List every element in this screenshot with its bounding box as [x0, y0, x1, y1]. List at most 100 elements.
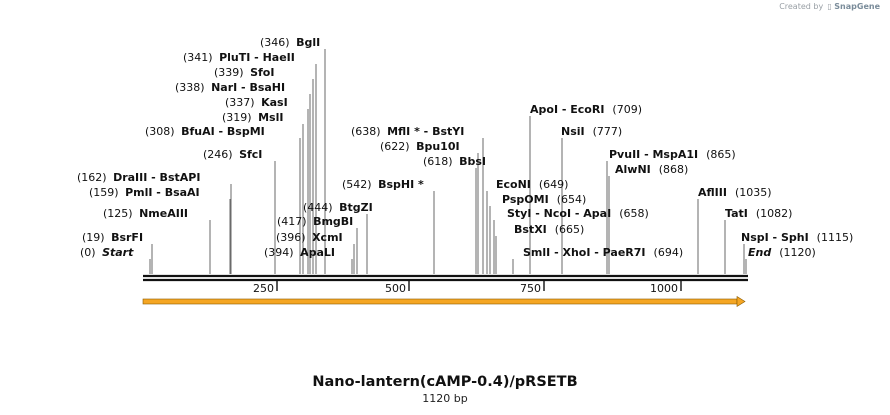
site-position: (346): [260, 36, 293, 49]
site-label[interactable]: (444) BtgZI: [303, 201, 373, 214]
site-enzyme-name: BfuAI - BspMI: [181, 125, 265, 138]
site-enzyme-name: PspOMI: [502, 193, 549, 206]
site-label[interactable]: (159) PmlI - BsaAI: [89, 186, 200, 199]
site-label[interactable]: (319) MslI: [222, 111, 283, 124]
site-enzyme-name: NmeAIII: [139, 207, 188, 220]
site-label[interactable]: (308) BfuAI - BspMI: [145, 125, 265, 138]
site-position: (665): [555, 223, 585, 236]
site-position: (694): [654, 246, 684, 259]
site-position: (868): [659, 163, 689, 176]
site-position: (246): [203, 148, 236, 161]
site-label[interactable]: (394) ApaLI: [264, 246, 335, 259]
site-label[interactable]: End (1120): [748, 246, 816, 259]
map-title: Nano-lantern(cAMP-0.4)/pRSETB: [312, 374, 578, 390]
site-position: (777): [593, 125, 623, 138]
site-enzyme-name: KasI: [261, 96, 288, 109]
site-position: (396): [276, 231, 309, 244]
site-label[interactable]: PspOMI (654): [502, 193, 586, 206]
site-labels: (0) Start (19) BsrFI (125) NmeAIII (159) Pm…: [77, 36, 853, 259]
site-label[interactable]: TatI (1082): [725, 207, 792, 220]
map-length: 1120 bp: [422, 392, 468, 405]
site-position: (622): [380, 140, 413, 153]
site-position: (638): [351, 125, 384, 138]
site-label[interactable]: BstXI (665): [514, 223, 584, 236]
site-position: (654): [557, 193, 587, 206]
site-position: (0): [80, 246, 99, 259]
site-label[interactable]: (338) NarI - BsaHI: [175, 81, 285, 94]
site-label[interactable]: (0) Start: [80, 246, 134, 259]
site-label[interactable]: (346) BglI: [260, 36, 320, 49]
site-label[interactable]: (341) PluTI - HaeII: [183, 51, 295, 64]
site-label[interactable]: (622) Bpu10I: [380, 140, 460, 153]
site-position: (1115): [817, 231, 854, 244]
site-label[interactable]: NsiI (777): [561, 125, 622, 138]
feature-arrowhead-icon: [736, 295, 746, 308]
site-label[interactable]: (638) MflI * - BstYI: [351, 125, 464, 138]
site-position: (308): [145, 125, 178, 138]
site-label[interactable]: EcoNI(649): [496, 178, 568, 191]
site-position: (394): [264, 246, 297, 259]
site-position: (658): [619, 207, 649, 220]
site-enzyme-name: BsrFI: [111, 231, 143, 244]
site-enzyme-name: XcmI: [312, 231, 343, 244]
site-label[interactable]: (417) BmgBI: [277, 215, 353, 228]
site-enzyme-name: AflIII: [698, 186, 727, 199]
site-enzyme-name: PmlI - BsaAI: [125, 186, 200, 199]
ruler-tick-label: 750: [520, 282, 541, 295]
site-enzyme-name: BstXI: [514, 223, 547, 236]
site-position: (319): [222, 111, 255, 124]
site-label[interactable]: AflIII (1035): [698, 186, 772, 199]
site-enzyme-name: BspHI *: [378, 178, 424, 191]
site-position: (341): [183, 51, 216, 64]
site-label[interactable]: AlwNI (868): [615, 163, 688, 176]
site-enzyme-name: MflI * - BstYI: [387, 125, 464, 138]
site-position: (159): [89, 186, 122, 199]
site-enzyme-name: EcoNI: [496, 178, 531, 191]
site-enzyme-name: Bpu10I: [416, 140, 460, 153]
site-enzyme-name: BbsI: [459, 155, 486, 168]
site-position: (1082): [756, 207, 793, 220]
site-label[interactable]: SmlI - XhoI - PaeR7I (694): [523, 246, 683, 259]
site-enzyme-name: TatI: [725, 207, 748, 220]
site-label[interactable]: (618) BbsI: [423, 155, 486, 168]
site-position: (542): [342, 178, 375, 191]
site-enzyme-name: PluTI - HaeII: [219, 51, 295, 64]
site-label[interactable]: PvuII - MspA1I(865): [609, 148, 736, 161]
site-label[interactable]: (542) BspHI *: [342, 178, 424, 191]
ruler-tick-label: 250: [253, 282, 274, 295]
site-label[interactable]: (396) XcmI: [276, 231, 343, 244]
site-label[interactable]: (337) KasI: [225, 96, 288, 109]
site-position: (618): [423, 155, 456, 168]
site-enzyme-name: SfoI: [250, 66, 274, 79]
site-label[interactable]: (339) SfoI: [214, 66, 274, 79]
site-enzyme-name: End: [748, 246, 771, 259]
site-enzyme-name: MslI: [258, 111, 283, 124]
site-position: (1035): [735, 186, 772, 199]
site-label[interactable]: (246) SfcI: [203, 148, 262, 161]
site-enzyme-name: NspI - SphI: [741, 231, 809, 244]
snapgene-credit: Created by ▯ SnapGene: [779, 2, 880, 11]
site-position: (1120): [779, 246, 816, 259]
site-label[interactable]: ApoI - EcoRI(709): [530, 103, 642, 116]
snapgene-logo-icon: ▯: [825, 2, 832, 11]
site-enzyme-name: ApaLI: [300, 246, 335, 259]
site-enzyme-name: BglI: [296, 36, 320, 49]
site-position: (337): [225, 96, 258, 109]
feature-arrow[interactable]: [142, 295, 746, 308]
plasmid-linear-map: (0) Start (19) BsrFI (125) NmeAIII (159) Pm…: [77, 36, 853, 308]
credit-brand: SnapGene: [834, 2, 880, 11]
credit-prefix: Created by: [779, 2, 824, 11]
ruler-tick-label: 1000: [650, 282, 678, 295]
site-label[interactable]: StyI - NcoI - ApaI(658): [507, 207, 649, 220]
site-enzyme-name: SfcI: [239, 148, 262, 161]
site-label[interactable]: (162) DraIII - BstAPI: [77, 171, 200, 184]
site-position: (417): [277, 215, 310, 228]
site-label[interactable]: (125) NmeAIII: [103, 207, 188, 220]
site-enzyme-name: NsiI: [561, 125, 585, 138]
site-label[interactable]: NspI - SphI (1115): [741, 231, 853, 244]
site-label[interactable]: (19) BsrFI: [82, 231, 143, 244]
site-position: (444): [303, 201, 336, 214]
site-enzyme-name: SmlI - XhoI - PaeR7I: [523, 246, 646, 259]
site-enzyme-name: AlwNI: [615, 163, 651, 176]
